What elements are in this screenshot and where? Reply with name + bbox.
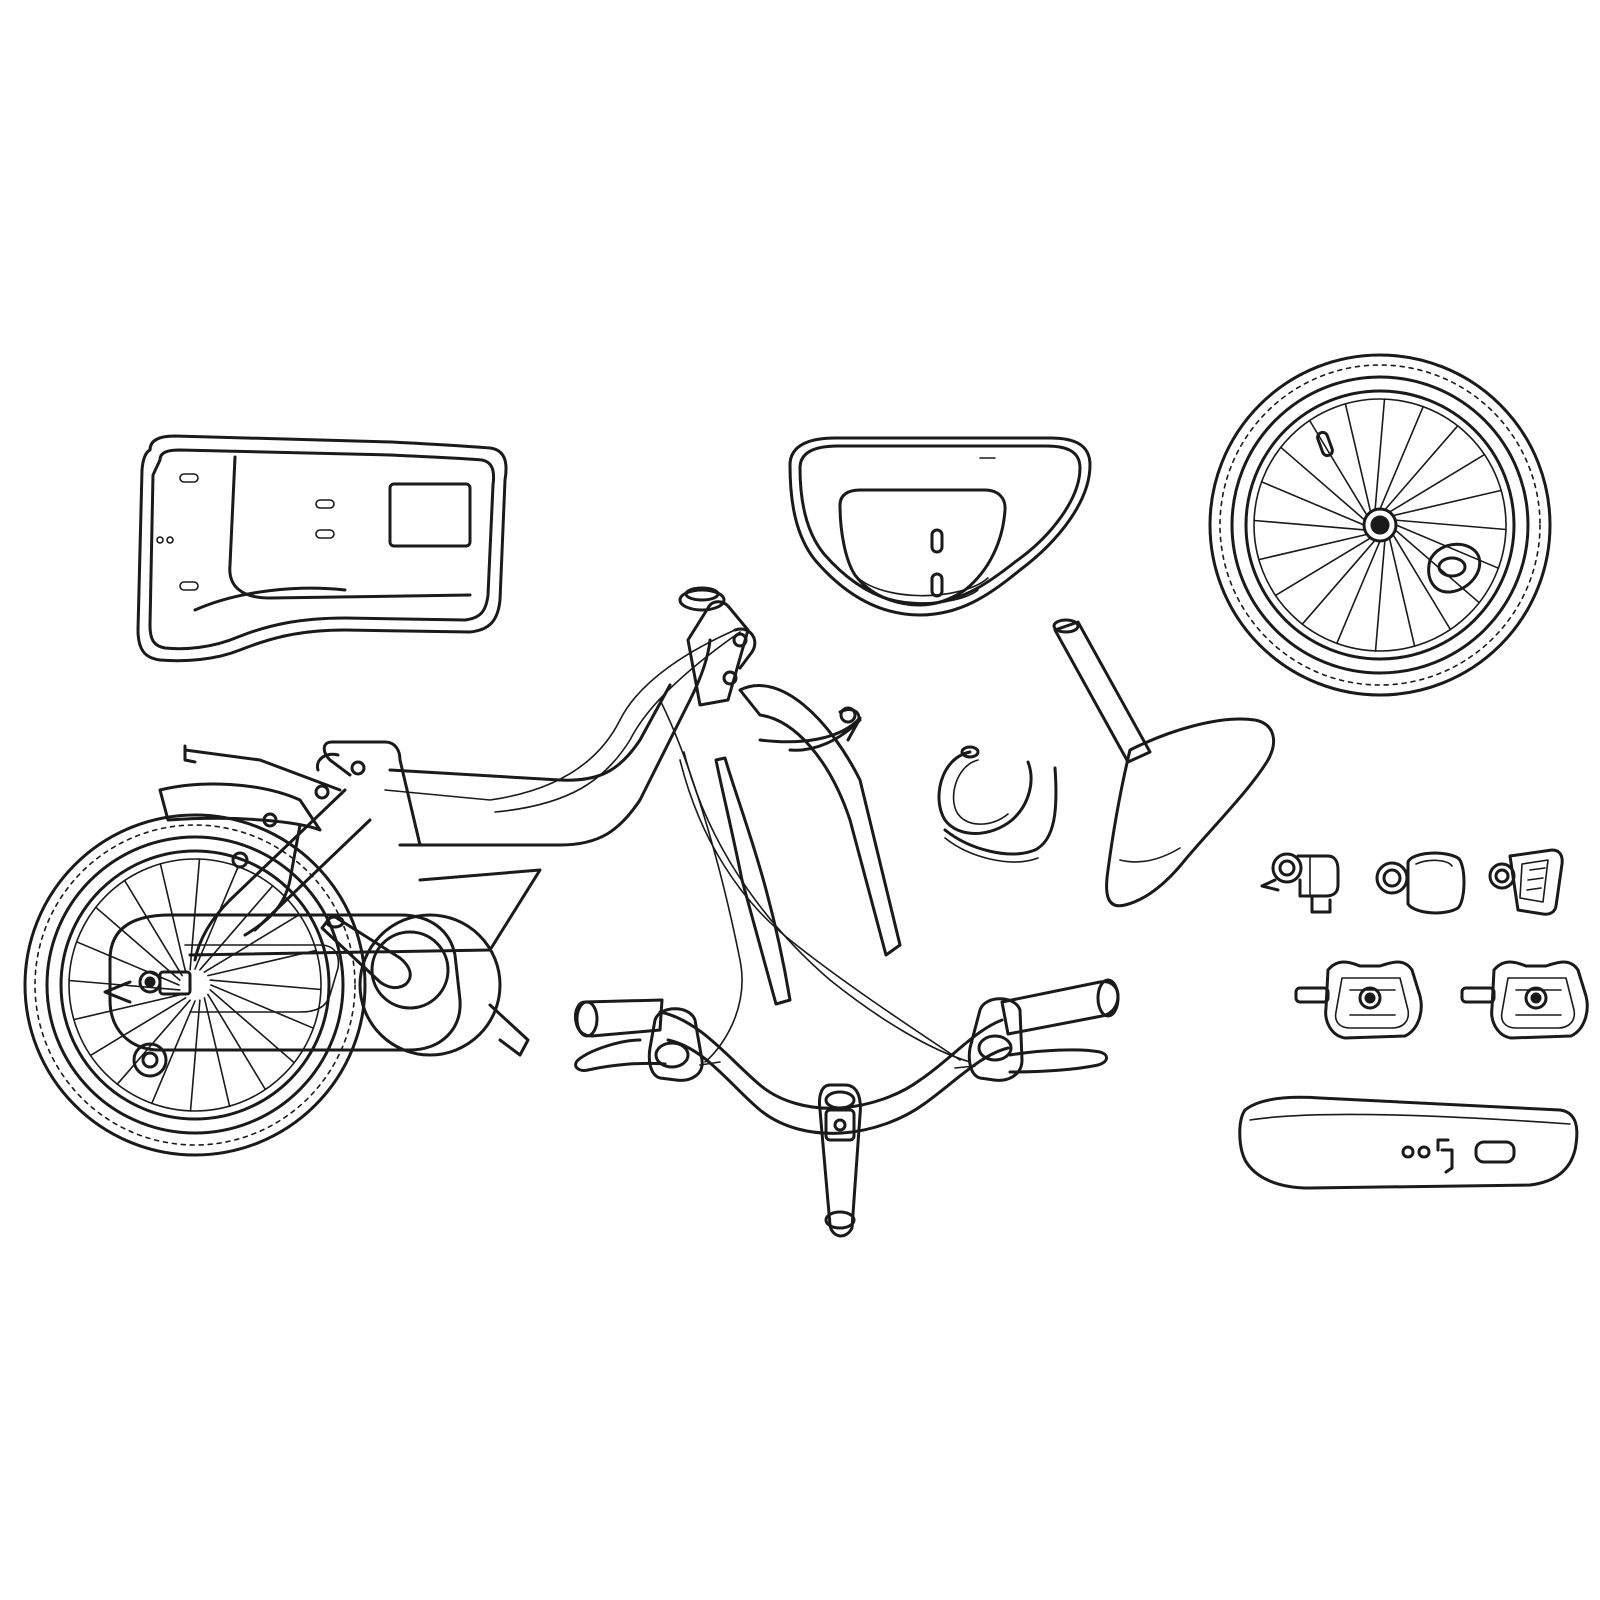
wheel-spoke xyxy=(1260,480,1365,526)
wheel-spoke xyxy=(73,993,183,1021)
wheel-spoke xyxy=(116,999,191,1085)
cable-icon xyxy=(937,745,1058,863)
fender-icon xyxy=(1238,1095,1579,1190)
reflector-icon xyxy=(1488,848,1564,916)
wheel-spoke xyxy=(1301,539,1376,626)
wheel-spoke xyxy=(1308,419,1368,517)
wheel-spoke xyxy=(1388,453,1486,513)
wheel-spoke xyxy=(189,999,201,1112)
wheel-spoke xyxy=(1274,537,1372,597)
wheel-spoke xyxy=(1374,539,1386,652)
wheel-spoke xyxy=(199,884,274,971)
wheel-spoke xyxy=(123,879,183,977)
wheel-spoke xyxy=(1388,537,1416,648)
wheel-spoke xyxy=(1392,489,1502,517)
wheel-spoke xyxy=(194,865,239,970)
wheel-spoke xyxy=(75,940,180,986)
wheel-spoke xyxy=(203,997,231,1107)
wheel-spoke xyxy=(1344,402,1372,513)
handlebar-icon xyxy=(574,978,1120,1238)
wheel-spoke xyxy=(1394,519,1507,531)
bell-icon xyxy=(1260,852,1340,914)
wheel-spoke xyxy=(1394,529,1480,604)
lamp-icon xyxy=(1375,851,1466,915)
basket-icon xyxy=(788,436,1092,617)
wheel-spoke xyxy=(209,989,296,1064)
wheel-spoke xyxy=(1392,533,1452,631)
wheel-spoke xyxy=(210,984,315,1029)
wheel-spoke xyxy=(1379,405,1424,510)
wheel-spoke xyxy=(1258,533,1368,561)
wheel-spoke xyxy=(203,913,301,973)
pedal-icon xyxy=(1460,960,1589,1040)
wheel-icon xyxy=(1208,353,1552,697)
wheel-spoke xyxy=(89,997,187,1057)
wheel-spoke xyxy=(1280,446,1366,521)
wheel-spoke xyxy=(1336,540,1381,645)
wheel-spoke xyxy=(151,1000,196,1105)
saddle-icon xyxy=(1052,618,1276,908)
pedal-icon xyxy=(1294,960,1423,1040)
wheel-spoke xyxy=(209,979,322,991)
wheel-spoke xyxy=(95,906,181,981)
chain-guard-icon xyxy=(136,434,508,663)
wheel-spoke xyxy=(159,862,187,973)
wheel-spoke xyxy=(207,993,267,1091)
wheel-spoke xyxy=(1374,398,1386,511)
wheel-spoke xyxy=(1384,424,1459,511)
bicycle-frame-icon xyxy=(23,586,971,1157)
wheel-spoke xyxy=(1253,519,1366,531)
